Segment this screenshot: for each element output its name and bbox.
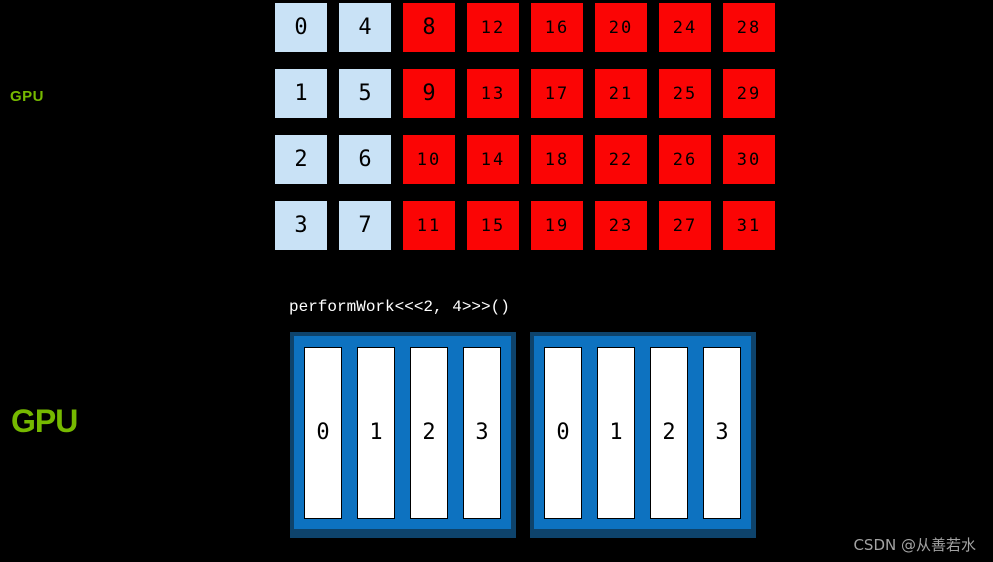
grid-cell-10: 10: [403, 135, 455, 184]
grid-cell-24: 24: [659, 3, 711, 52]
grid-cell-0: 0: [275, 3, 327, 52]
gpu-label-bottom: GPU: [11, 403, 78, 439]
grid-cell-7: 7: [339, 201, 391, 250]
grid-cell-31: 31: [723, 201, 775, 250]
grid-cell-8: 8: [403, 3, 455, 52]
watermark: CSDN @从善若水: [853, 536, 976, 554]
grid-cell-6: 6: [339, 135, 391, 184]
grid-cell-15: 15: [467, 201, 519, 250]
thread-bar-0-2: 2: [410, 346, 448, 519]
grid-cell-19: 19: [531, 201, 583, 250]
grid-cell-29: 29: [723, 69, 775, 118]
grid-cell-13: 13: [467, 69, 519, 118]
grid-cell-12: 12: [467, 3, 519, 52]
thread-bar-0-0: 0: [304, 346, 342, 519]
gpu-label-top: GPU: [10, 88, 45, 105]
grid-cell-17: 17: [531, 69, 583, 118]
grid-cell-5: 5: [339, 69, 391, 118]
grid-cell-21: 21: [595, 69, 647, 118]
grid-cell-22: 22: [595, 135, 647, 184]
grid-cell-9: 9: [403, 69, 455, 118]
grid-cell-23: 23: [595, 201, 647, 250]
thread-bar-1-1: 1: [597, 346, 635, 519]
grid-cell-11: 11: [403, 201, 455, 250]
thread-bar-1-0: 0: [544, 346, 582, 519]
grid-cell-18: 18: [531, 135, 583, 184]
grid-cell-3: 3: [275, 201, 327, 250]
grid-cell-30: 30: [723, 135, 775, 184]
kernel-call-code: performWork<<<2, 4>>>(): [289, 298, 510, 316]
grid-cell-27: 27: [659, 201, 711, 250]
thread-bar-0-1: 1: [357, 346, 395, 519]
grid-cell-2: 2: [275, 135, 327, 184]
grid-cell-20: 20: [595, 3, 647, 52]
grid-cell-4: 4: [339, 3, 391, 52]
grid-cell-26: 26: [659, 135, 711, 184]
thread-bar-1-2: 2: [650, 346, 688, 519]
thread-bar-0-3: 3: [463, 346, 501, 519]
grid-cell-28: 28: [723, 3, 775, 52]
thread-bar-1-3: 3: [703, 346, 741, 519]
grid-cell-16: 16: [531, 3, 583, 52]
grid-cell-1: 1: [275, 69, 327, 118]
grid-cell-25: 25: [659, 69, 711, 118]
grid-cell-14: 14: [467, 135, 519, 184]
